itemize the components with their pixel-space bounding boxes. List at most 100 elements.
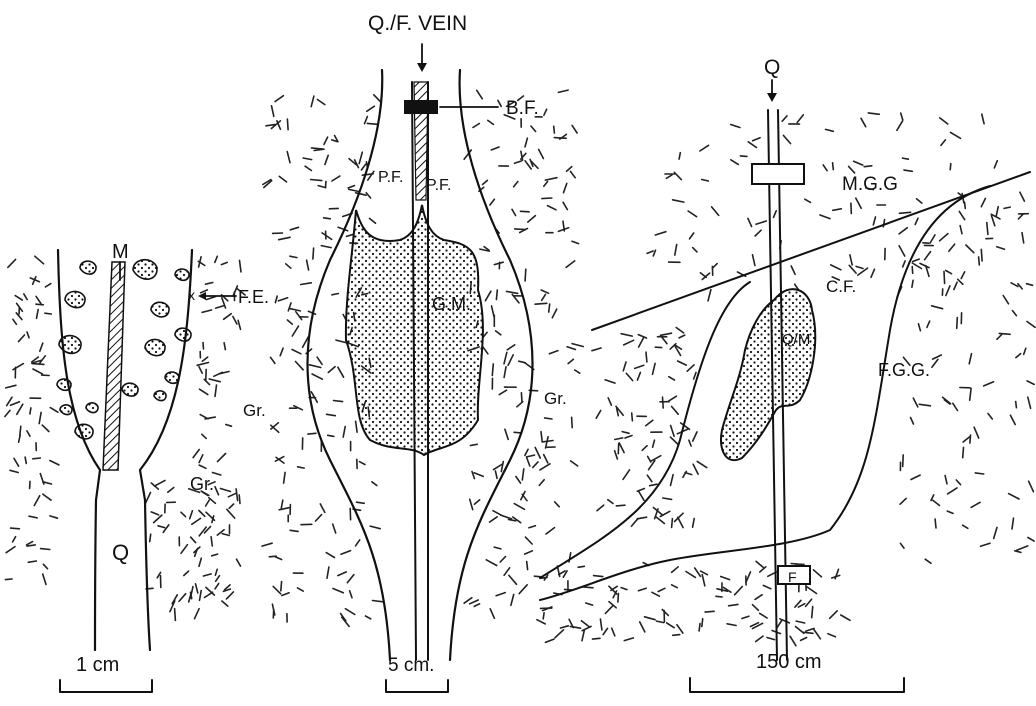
granite-texture-dash [192,518,201,524]
panel-a-label-m: M [112,241,129,263]
granite-texture-dash [40,356,46,363]
granite-texture-dash [473,124,479,128]
granite-texture-dash [221,489,231,492]
panel-a-mineral-band [103,262,125,470]
granite-texture-dash [679,153,680,159]
granite-texture-dash [673,635,680,636]
granite-texture-dash [11,528,20,529]
granite-texture-dash [568,359,573,363]
granite-texture-dash [367,123,377,124]
granite-texture-dash [525,551,533,554]
panel-b-scale-label: 5 cm. [388,655,434,676]
granite-texture-dash [372,482,377,486]
granite-texture-dash [552,309,556,318]
granite-texture-dash [755,595,762,600]
granite-texture-dash [994,527,997,538]
granite-texture-dash [491,147,499,150]
granite-texture-dash [639,338,644,347]
granite-texture-dash [919,404,930,406]
granite-texture-dash [45,284,50,287]
granite-texture-dash [535,448,540,459]
granite-texture-dash [529,526,536,528]
granite-texture-dash [269,556,276,557]
granite-texture-dash [940,234,948,241]
granite-texture-dash [496,331,501,335]
granite-texture-dash [537,620,545,624]
granite-texture-dash [912,267,913,274]
granite-texture-dash [15,296,22,301]
granite-texture-dash [1013,311,1017,316]
granite-texture-dash [350,591,352,598]
panel-a-fragment [165,372,179,383]
granite-texture-dash [525,161,531,169]
granite-texture-dash [43,564,47,569]
granite-texture-dash [753,605,759,611]
granite-texture-dash [27,332,29,338]
panel-a-fragment [175,269,189,280]
granite-texture-dash [903,261,905,267]
granite-texture-dash [36,296,41,303]
granite-texture-dash [558,90,568,92]
granite-texture-dash [1012,518,1014,529]
granite-texture-dash [32,364,44,365]
granite-texture-dash [969,354,971,364]
granite-texture-dash [927,321,930,327]
granite-texture-dash [549,304,550,312]
granite-texture-dash [1027,284,1033,286]
granite-texture-dash [168,488,174,493]
granite-texture-dash [856,198,861,208]
granite-texture-dash [345,609,354,615]
granite-texture-dash [686,572,696,578]
granite-texture-dash [555,630,564,638]
granite-texture-dash [791,266,795,274]
granite-texture-dash [535,303,547,304]
granite-texture-dash [17,404,23,414]
granite-texture-dash [209,379,220,382]
granite-texture-dash [615,438,623,440]
granite-texture-dash [645,617,656,620]
granite-texture-dash [483,347,488,354]
granite-texture-dash [184,571,189,575]
granite-texture-dash [10,470,18,472]
granite-texture-dash [783,135,790,143]
granite-texture-dash [593,638,601,639]
granite-texture-dash [271,357,275,363]
granite-texture-dash [146,493,151,504]
granite-texture-dash [20,426,21,435]
granite-texture-dash [527,455,535,457]
granite-texture-dash [282,593,289,596]
granite-texture-dash [997,247,1005,250]
granite-texture-dash [979,257,980,265]
granite-texture-dash [531,126,536,131]
granite-texture-dash [296,312,302,320]
panel-b-gm-body [346,205,483,455]
granite-texture-dash [632,413,633,421]
granite-texture-dash [740,156,747,157]
granite-texture-dash [368,171,374,180]
granite-texture-dash [702,575,705,586]
granite-texture-dash [325,155,328,164]
granite-texture-dash [549,351,558,354]
granite-texture-dash [215,256,218,262]
panel-a-fragment [80,261,96,274]
granite-texture-dash [181,545,187,554]
panel-a-fragment [75,424,93,439]
granite-texture-dash [673,200,684,202]
granite-texture-dash [35,256,44,264]
granite-texture-dash [197,363,208,366]
granite-texture-dash [663,397,664,408]
granite-texture-dash [290,256,297,257]
granite-texture-dash [642,446,647,451]
granite-texture-dash [490,609,494,619]
granite-texture-dash [805,199,811,202]
granite-texture-dash [667,623,674,628]
granite-texture-dash [504,367,506,378]
granite-texture-dash [782,116,787,121]
granite-texture-dash [5,579,12,580]
granite-texture-dash [221,262,227,264]
granite-texture-dash [946,271,952,274]
granite-texture-dash [519,585,527,594]
granite-texture-dash [324,218,331,219]
granite-texture-dash [490,199,495,205]
granite-texture-dash [540,464,550,470]
